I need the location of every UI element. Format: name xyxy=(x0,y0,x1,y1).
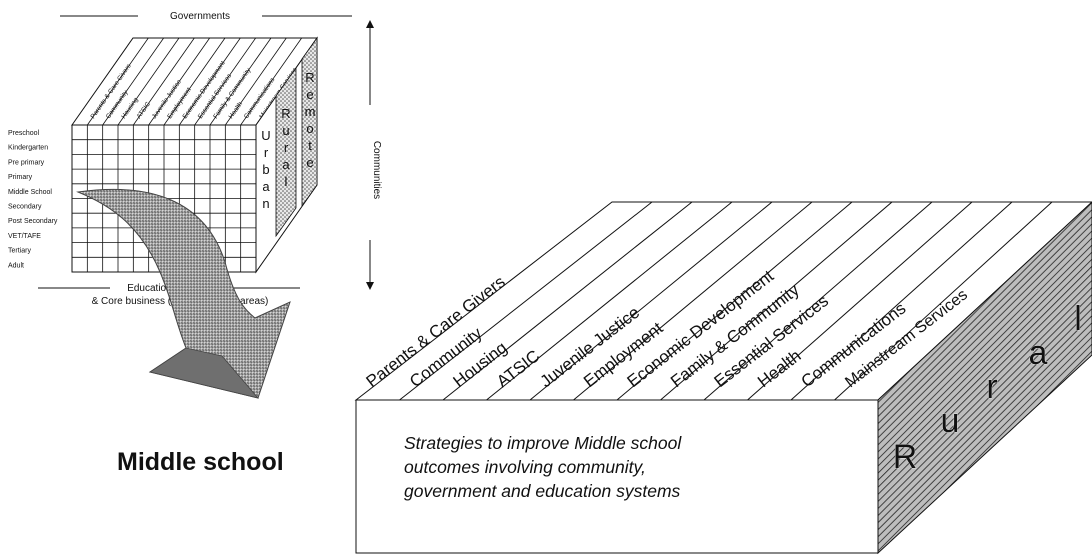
row-label: Pre primary xyxy=(8,159,45,166)
row-label: Preschool xyxy=(8,130,40,137)
row-label: VET/TAFE xyxy=(8,233,41,240)
top-divider xyxy=(486,201,733,401)
rural-letter: l xyxy=(1074,300,1082,338)
communities-arrowhead-up xyxy=(366,20,374,28)
layer-letter: b xyxy=(262,162,269,177)
layer-letter: r xyxy=(284,140,289,155)
row-label: Kindergarten xyxy=(8,145,48,152)
top-divider xyxy=(834,201,1053,401)
top-divider xyxy=(117,37,180,126)
top-divider xyxy=(163,37,226,126)
top-divider xyxy=(703,201,933,401)
strategies-text: Strategies to improve Middle school outc… xyxy=(404,431,681,503)
row-label: Secondary xyxy=(8,204,42,211)
top-divider xyxy=(616,201,853,401)
curved-arrow xyxy=(76,188,291,399)
top-divider xyxy=(442,201,693,401)
rural-letter: R xyxy=(893,438,918,476)
remote-layer xyxy=(301,36,318,208)
row-label: Primary xyxy=(8,174,33,181)
layer-letter: R xyxy=(305,70,314,85)
layer-letter: n xyxy=(262,196,269,211)
row-label: Post Secondary xyxy=(8,218,58,225)
row-label: Middle School xyxy=(8,189,52,196)
rural-letter: a xyxy=(1029,334,1048,372)
top-divider xyxy=(179,37,241,126)
layer-letter: l xyxy=(285,174,288,189)
arrow-body xyxy=(76,188,291,399)
big-block: Parents & Care GiversCommunityHousingATS… xyxy=(354,201,1092,555)
row-label: Tertiary xyxy=(8,248,31,255)
top-divider xyxy=(240,37,302,126)
strategies-text-line: government and education systems xyxy=(404,481,681,501)
small-cube-top-dividers xyxy=(87,37,302,126)
big-block-top-dividers xyxy=(399,201,1053,401)
layer-letter: r xyxy=(264,145,269,160)
top-divider xyxy=(225,37,287,126)
big-block-front-face xyxy=(355,399,879,554)
top-divider xyxy=(399,201,653,401)
row-label: Adult xyxy=(8,262,24,269)
layer-letter: R xyxy=(281,106,290,121)
strategies-text-line: Strategies to improve Middle school xyxy=(404,433,682,453)
top-divider xyxy=(747,201,973,401)
governments-label: Governments xyxy=(170,11,230,22)
rural-letter: u xyxy=(941,402,960,440)
rural-layer xyxy=(275,66,297,238)
rural-letter: r xyxy=(986,368,997,406)
layer-letter: m xyxy=(305,104,316,119)
top-divider xyxy=(209,37,272,126)
layer-letter: a xyxy=(282,157,290,172)
middle-school-label: Middle school xyxy=(117,448,284,476)
top-divider xyxy=(148,37,210,126)
layer-letter: e xyxy=(306,155,313,170)
layer-letter: o xyxy=(306,121,313,136)
top-divider xyxy=(790,201,1013,401)
layer-letter: t xyxy=(308,138,312,153)
top-divider xyxy=(660,201,893,401)
arrow-head-shadow xyxy=(149,347,260,399)
layer-letter: a xyxy=(262,179,270,194)
top-divider xyxy=(194,37,256,126)
layer-letter: U xyxy=(261,128,270,143)
top-divider xyxy=(102,37,164,126)
layer-letter: u xyxy=(282,123,289,138)
top-divider xyxy=(529,201,773,401)
communities-label: Communities xyxy=(371,141,382,199)
top-divider xyxy=(87,37,149,126)
top-divider xyxy=(133,37,195,126)
top-divider xyxy=(573,201,813,401)
layer-letter: e xyxy=(306,87,313,102)
strategies-text-line: outcomes involving community, xyxy=(404,457,646,477)
communities-arrowhead-down xyxy=(366,282,374,290)
